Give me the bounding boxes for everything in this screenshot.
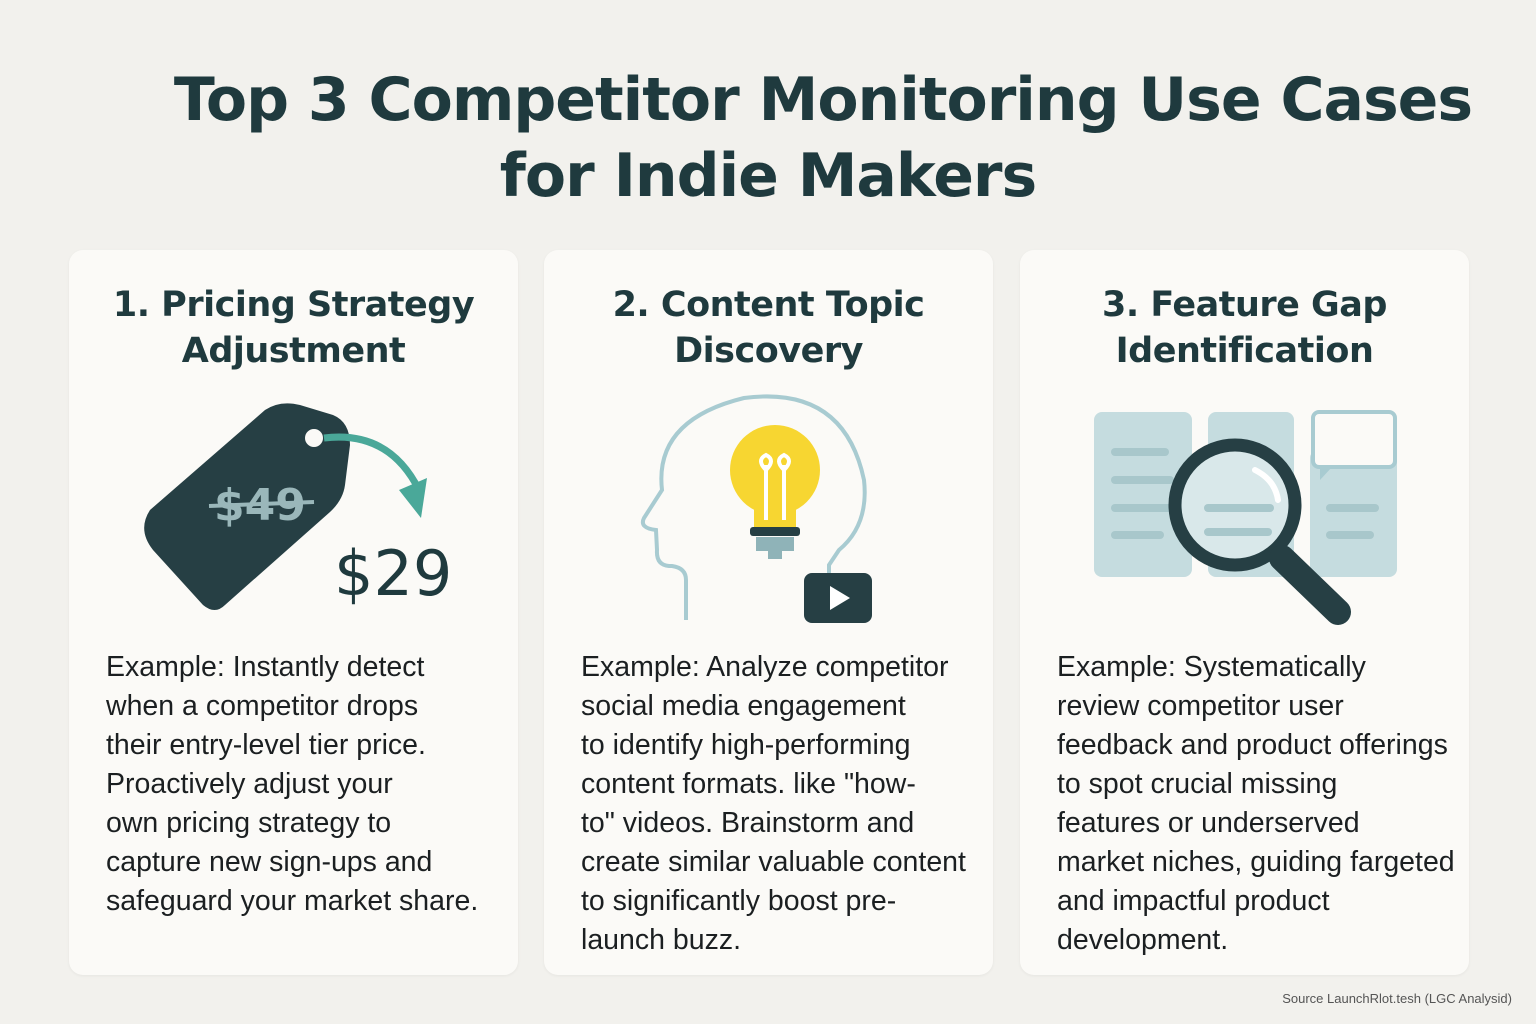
body-line: features or underserved <box>1057 807 1360 839</box>
card-title-line: Adjustment <box>181 331 406 371</box>
body-line: feedback and product offerings <box>1057 729 1448 761</box>
title-line-2: for Indie Makers <box>499 141 1037 211</box>
price-tag-icon: $49 $29 <box>144 403 452 610</box>
body-line: social media engagement <box>581 690 906 722</box>
body-line: review competitor user <box>1057 690 1344 722</box>
card-body: Example: Analyze competitor social media… <box>581 648 966 960</box>
new-price: $29 <box>334 537 452 610</box>
source-caption: Source LaunchRlot.tesh (LGC Analysid) <box>1282 991 1512 1006</box>
body-line: capture new sign-ups and <box>106 846 433 878</box>
body-line: Proactively adjust your <box>106 768 393 800</box>
card-title-line: 2. Content Topic <box>612 285 925 325</box>
card-pricing-strategy: 1. Pricing Strategy Adjustment $49 $29 E… <box>69 250 518 975</box>
body-line: Example: Systematically <box>1057 651 1366 683</box>
card-title-line: 1. Pricing Strategy <box>112 285 475 325</box>
magnifier-documents-icon <box>1094 410 1397 625</box>
card-title: 1. Pricing Strategy Adjustment <box>69 282 518 374</box>
card-title: 3. Feature Gap Identification <box>1020 282 1469 374</box>
body-line: Example: Analyze competitor <box>581 651 949 683</box>
card-title: 2. Content Topic Discovery <box>544 282 993 374</box>
card-title-line: Discovery <box>674 331 863 371</box>
body-line: to" videos. Brainstorm and <box>581 807 915 839</box>
card-title-line: 3. Feature Gap <box>1102 285 1387 325</box>
card-title-line: Identification <box>1115 331 1374 371</box>
body-line: safeguard your market share. <box>106 885 479 917</box>
body-line: their entry-level tier price. <box>106 729 426 761</box>
body-line: launch buzz. <box>581 924 742 956</box>
body-line: market niches, guiding fargeted <box>1057 846 1455 878</box>
page-title: Top 3 Competitor Monitoring Use Cases fo… <box>0 62 1536 214</box>
body-line: create similar valuable content <box>581 846 966 878</box>
card-feature-gap: 3. Feature Gap Identification Example: S… <box>1020 250 1469 975</box>
body-line: and impactful product <box>1057 885 1330 917</box>
body-line: development. <box>1057 924 1229 956</box>
body-line: when a competitor drops <box>106 690 419 722</box>
head-lightbulb-icon <box>640 394 872 623</box>
body-line: to spot crucial missing <box>1057 768 1338 800</box>
card-content-topic: 2. Content Topic Discovery Example: Anal… <box>544 250 993 975</box>
body-line: own pricing strategy to <box>106 807 392 839</box>
title-line-1: Top 3 Competitor Monitoring Use Cases <box>173 65 1473 135</box>
body-line: to significantly boost pre- <box>581 885 897 917</box>
body-line: Example: Instantly detect <box>106 651 425 683</box>
card-body: Example: Systematically review competito… <box>1057 648 1455 960</box>
card-body: Example: Instantly detect when a competi… <box>106 648 478 921</box>
body-line: content formats. like "how- <box>581 768 916 800</box>
body-line: to identify high-performing <box>581 729 911 761</box>
